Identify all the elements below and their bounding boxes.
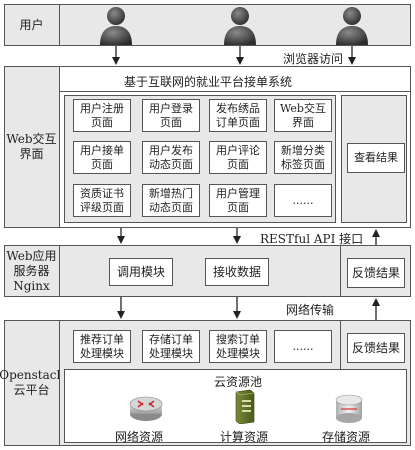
module-user-accept-order: 用户接单 页面 bbox=[73, 141, 131, 174]
module-certificate-rating: 资质证书 评级页面 bbox=[73, 184, 131, 217]
storage-resource-label: 存储资源 bbox=[322, 430, 371, 444]
module-user-login: 用户登录 页面 bbox=[142, 99, 200, 132]
call-module-box: 调用模块 bbox=[109, 258, 173, 286]
server-divider bbox=[340, 245, 341, 297]
web-layer-label: Web交互 界面 bbox=[6, 132, 57, 161]
browser-access-label: 浏览器访问 bbox=[283, 52, 344, 66]
view-results-box: 查看结果 bbox=[347, 143, 405, 173]
user-layer-divider bbox=[59, 4, 60, 46]
resource-pool-title: 云资源池 bbox=[214, 375, 263, 389]
user-icon bbox=[336, 7, 368, 45]
search-order-module: 搜索订单 处理模块 bbox=[209, 330, 267, 363]
module-web-interface: Web交互 界面 bbox=[274, 99, 332, 132]
module-add-hot-update: 新增热门 动态页面 bbox=[142, 184, 200, 217]
cloud-module-more: ...... bbox=[274, 330, 332, 363]
recommend-order-module: 推荐订单 处理模块 bbox=[73, 330, 131, 363]
compute-resource-label: 计算资源 bbox=[220, 430, 269, 444]
web-system-title: 基于互联网的就业平台接单系统 bbox=[124, 75, 293, 89]
router-icon bbox=[129, 396, 163, 421]
cloud-feedback-box: 反馈结果 bbox=[347, 333, 405, 363]
module-user-comment: 用户评论 页面 bbox=[209, 141, 267, 174]
cloud-divider bbox=[340, 320, 341, 370]
user-icon bbox=[100, 7, 132, 45]
store-order-module: 存储订单 处理模块 bbox=[142, 330, 200, 363]
server-icon bbox=[235, 389, 255, 424]
web-title-divider bbox=[59, 91, 411, 92]
module-add-category-tag: 新增分类 标签页面 bbox=[274, 141, 332, 174]
module-publish-order: 发布绣品 订单页面 bbox=[209, 99, 267, 132]
network-resource-label: 网络资源 bbox=[115, 430, 164, 444]
server-feedback-box: 反馈结果 bbox=[347, 258, 405, 288]
module-user-register: 用户注册 页面 bbox=[73, 99, 131, 132]
user-icon bbox=[224, 7, 256, 45]
module-user-post-update: 用户发布 动态页面 bbox=[142, 141, 200, 174]
module-user-management: 用户管理 页面 bbox=[209, 184, 267, 217]
cloud-layer-label: Openstack 云平台 bbox=[0, 368, 64, 397]
receive-data-box: 接收数据 bbox=[205, 258, 269, 286]
restful-api-label: RESTful API 接口 bbox=[260, 232, 364, 246]
server-layer-label: Web应用 服务器 Nginx bbox=[6, 248, 57, 293]
user-layer-label: 用户 bbox=[19, 17, 44, 32]
network-transfer-label: 网络传输 bbox=[286, 303, 335, 317]
user-layer bbox=[4, 4, 411, 46]
storage-icon bbox=[335, 394, 363, 423]
module-more: ...... bbox=[274, 184, 332, 217]
